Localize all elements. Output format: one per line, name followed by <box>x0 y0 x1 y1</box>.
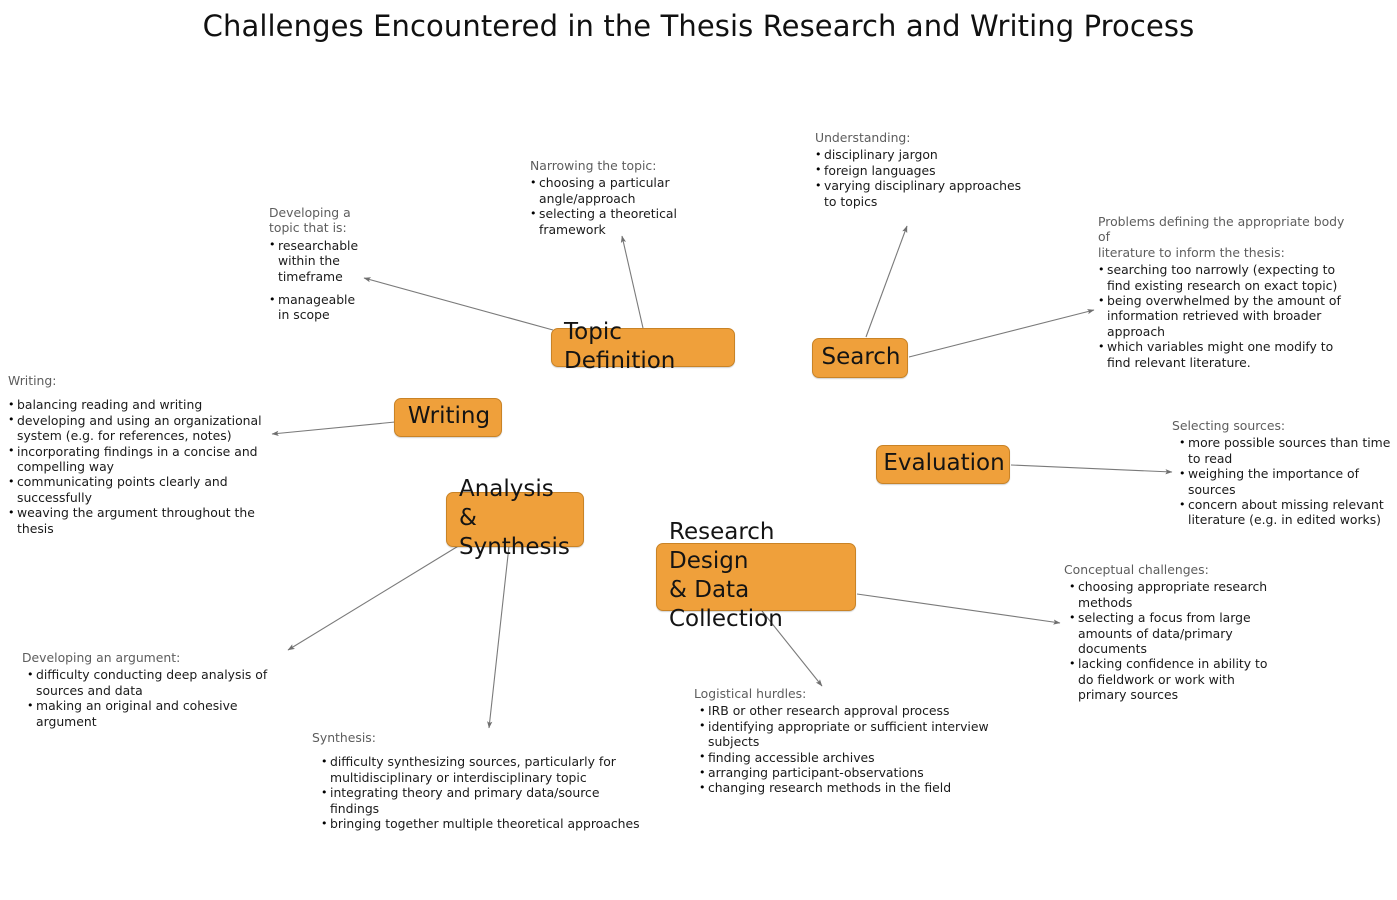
annotation-logistical-hurdles: Logistical hurdles: IRB or other researc… <box>694 686 1034 796</box>
list-item: incorporating findings in a concise and … <box>8 443 273 475</box>
annotation-conceptual-challenges-heading: Conceptual challenges: <box>1064 562 1209 577</box>
annotation-narrowing-topic-list: choosing a particular angle/approach sel… <box>530 175 690 237</box>
node-analysis-synthesis[interactable]: Analysis & Synthesis <box>446 476 584 560</box>
annotation-understanding-heading: Understanding: <box>815 130 911 145</box>
annotation-developing-argument-heading: Developing an argument: <box>22 650 181 665</box>
list-item: arranging participant-observations <box>699 765 1034 781</box>
list-item: disciplinary jargon <box>815 147 1030 163</box>
node-search[interactable]: Search <box>812 338 908 378</box>
annotation-understanding: Understanding: disciplinary jargon forei… <box>815 130 1030 209</box>
node-evaluation-label: Evaluation <box>883 450 1005 476</box>
list-item: researchable within the timeframe <box>269 237 374 284</box>
node-research-design-label: Research Design & Data Collection <box>669 519 783 632</box>
node-topic-definition[interactable]: Topic Definition <box>551 319 735 374</box>
annotation-writing-heading: Writing: <box>8 373 57 388</box>
edge-writing-to-writing-list <box>271 421 396 436</box>
annotation-conceptual-challenges-list: choosing appropriate research methods se… <box>1064 579 1284 702</box>
list-item: identifying appropriate or sufficient in… <box>699 718 1034 750</box>
list-item: weighing the importance of sources <box>1179 466 1397 497</box>
node-search-label: Search <box>821 343 901 370</box>
annotation-developing-argument: Developing an argument: difficulty condu… <box>22 650 292 729</box>
list-item: foreign languages <box>815 162 1030 178</box>
annotation-logistical-hurdles-list: IRB or other research approval process i… <box>694 703 1034 796</box>
edge-research-design-to-conceptual <box>856 593 1061 625</box>
node-analysis-synthesis-label: Analysis & Synthesis <box>459 476 570 560</box>
node-writing-label: Writing <box>407 403 491 429</box>
list-item: IRB or other research approval process <box>699 703 1034 719</box>
annotation-synthesis-heading: Synthesis: <box>312 730 376 745</box>
annotation-narrowing-topic: Narrowing the topic: choosing a particul… <box>530 158 690 237</box>
annotation-conceptual-challenges: Conceptual challenges: choosing appropri… <box>1064 562 1284 703</box>
list-item: searching too narrowly (expecting to fin… <box>1098 262 1358 293</box>
annotation-literature-body: Problems defining the appropriate body o… <box>1098 214 1358 370</box>
list-item: difficulty conducting deep analysis of s… <box>27 667 292 698</box>
list-item: integrating theory and primary data/sour… <box>321 785 642 816</box>
edge-topic-definition-to-developing-topic <box>363 277 554 331</box>
list-item: varying disciplinary approaches to topic… <box>815 178 1030 209</box>
annotation-writing-list: balancing reading and writing developing… <box>8 397 273 536</box>
list-item: more possible sources than time to read <box>1179 435 1397 466</box>
list-item: choosing appropriate research methods <box>1069 579 1284 610</box>
annotation-narrowing-topic-heading: Narrowing the topic: <box>530 158 657 173</box>
list-item: finding accessible archives <box>699 749 1034 765</box>
list-item: manageable in scope <box>269 292 374 323</box>
list-item: choosing a particular angle/approach <box>530 175 690 206</box>
edge-evaluation-to-selecting-sources <box>1010 464 1173 475</box>
annotation-developing-topic-heading: Developing a topic that is: <box>269 205 351 236</box>
list-item: which variables might one modify to find… <box>1098 339 1358 370</box>
node-evaluation[interactable]: Evaluation <box>876 445 1010 484</box>
annotation-developing-argument-list: difficulty conducting deep analysis of s… <box>22 667 292 729</box>
edge-search-to-literature-body <box>908 309 1095 358</box>
annotation-logistical-hurdles-heading: Logistical hurdles: <box>694 686 807 701</box>
edge-analysis-to-synthesis <box>487 545 510 729</box>
list-item: making an original and cohesive argument <box>27 698 292 729</box>
annotation-developing-topic: Developing a topic that is: researchable… <box>269 205 374 323</box>
annotation-writing: Writing: balancing reading and writing d… <box>8 373 273 536</box>
list-item: lacking confidence in ability to do fiel… <box>1069 656 1284 702</box>
annotation-selecting-sources-heading: Selecting sources: <box>1172 418 1286 433</box>
edge-analysis-to-developing-argument <box>287 544 461 651</box>
node-research-design[interactable]: Research Design & Data Collection <box>656 519 856 632</box>
list-item: weaving the argument throughout the thes… <box>8 505 273 536</box>
list-item: balancing reading and writing <box>8 397 273 413</box>
node-writing[interactable]: Writing <box>394 398 502 437</box>
annotation-selecting-sources: Selecting sources: more possible sources… <box>1172 418 1397 528</box>
list-item: selecting a focus from large amounts of … <box>1069 610 1284 656</box>
annotation-developing-topic-list: researchable within the timeframe manage… <box>269 237 374 323</box>
list-item: developing and using an organizational s… <box>8 412 273 444</box>
list-item: communicating points clearly and success… <box>8 474 273 505</box>
list-item: bringing together multiple theoretical a… <box>321 816 642 832</box>
annotation-selecting-sources-list: more possible sources than time to read … <box>1172 435 1397 528</box>
annotation-synthesis-list: difficulty synthesizing sources, particu… <box>312 754 642 831</box>
edge-topic-definition-to-narrowing-topic <box>620 235 644 329</box>
list-item: being overwhelmed by the amount of infor… <box>1098 293 1358 339</box>
annotation-literature-body-list: searching too narrowly (expecting to fin… <box>1098 262 1358 370</box>
list-item: selecting a theoretical framework <box>530 206 690 237</box>
node-topic-definition-label: Topic Definition <box>564 318 676 374</box>
page-title: Challenges Encountered in the Thesis Res… <box>202 9 1195 43</box>
annotation-synthesis: Synthesis: difficulty synthesizing sourc… <box>312 730 642 831</box>
annotation-understanding-list: disciplinary jargon foreign languages va… <box>815 147 1030 209</box>
list-item: changing research methods in the field <box>699 780 1034 796</box>
edge-search-to-understanding <box>865 225 908 338</box>
annotation-literature-body-heading: Problems defining the appropriate body o… <box>1098 214 1345 260</box>
list-item: concern about missing relevant literatur… <box>1179 497 1397 528</box>
list-item: difficulty synthesizing sources, particu… <box>321 754 642 785</box>
